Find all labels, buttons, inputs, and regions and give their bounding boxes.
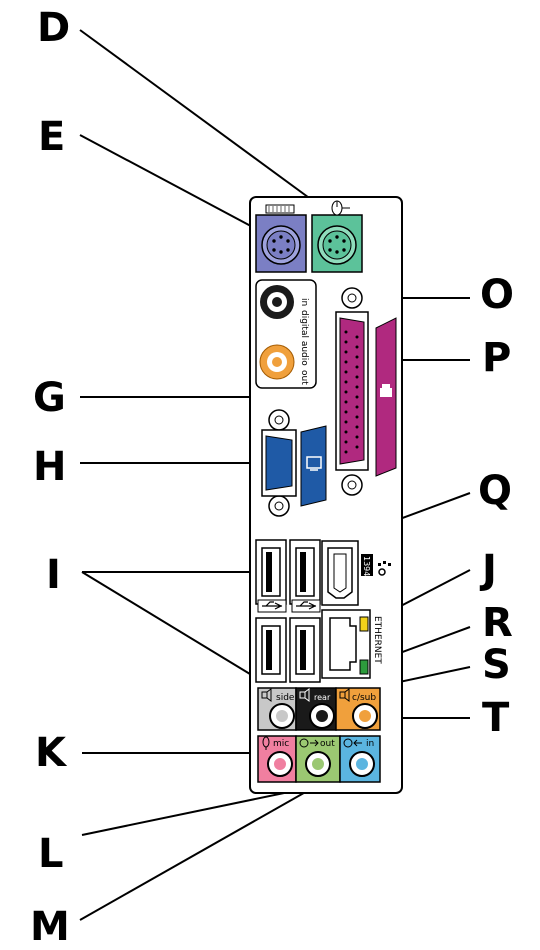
audio-jacks-top: side rear c/sub: [258, 688, 380, 730]
monitor-icon: [307, 457, 321, 470]
rear-jack-label: rear: [314, 693, 331, 702]
ethernet-label: ETHERNET: [372, 616, 382, 664]
digital-audio-module: digital audio in out: [256, 280, 316, 388]
ps2-keyboard-port: [256, 205, 306, 272]
digital-audio-label: digital audio: [299, 310, 309, 366]
side-jack-label: side: [276, 693, 295, 703]
audio-jacks-bottom: mic out in: [258, 736, 380, 782]
digital-audio-in-label: in: [299, 298, 309, 306]
line-out-jack-label: out: [320, 739, 335, 749]
line-in-jack-label: in: [366, 739, 374, 749]
leader-line-i-2: [82, 572, 268, 685]
digital-audio-out-jack: [260, 345, 294, 379]
csub-jack-label: c/sub: [352, 693, 376, 703]
leader-line-d: [80, 30, 312, 200]
keyboard-icon: [266, 205, 294, 213]
leader-line-e: [80, 135, 262, 232]
ethernet-led-yellow: [360, 617, 368, 631]
ethernet-led-green: [360, 660, 368, 674]
ieee-1394-label: 1394: [362, 556, 371, 576]
digital-audio-in-jack: [260, 285, 294, 319]
digital-audio-out-label: out: [299, 370, 309, 385]
mic-jack-label: mic: [273, 739, 289, 749]
